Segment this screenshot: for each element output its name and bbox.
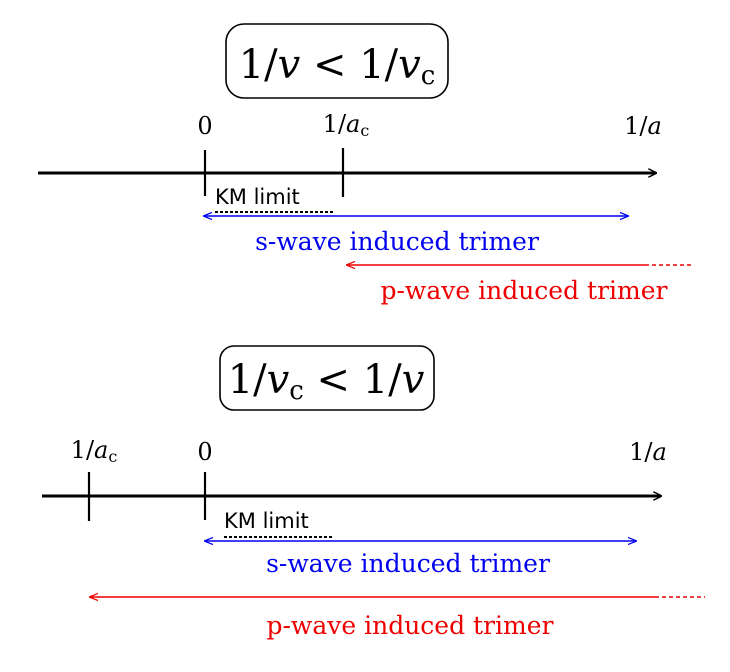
bottom-km-limit-label: KM limit	[224, 509, 309, 533]
top-tick-ac-label: 1/ac	[323, 110, 370, 140]
bottom-s-wave-label: s-wave induced trimer	[266, 549, 550, 578]
top-condition-box	[225, 23, 449, 99]
top-s-wave-label: s-wave induced trimer	[255, 227, 539, 256]
bottom-panel: 1/vc < 1/v 1/ac 0 1/a KM limit s-wave in…	[42, 345, 705, 640]
bottom-condition-text: 1/vc < 1/v	[228, 357, 425, 406]
bottom-axis-label: 1/a	[629, 438, 667, 466]
top-panel: 1/v < 1/vc 0 1/ac 1/a KM limit s-wave in…	[38, 23, 692, 305]
bottom-p-wave-label: p-wave induced trimer	[266, 611, 553, 640]
top-axis-label: 1/a	[624, 112, 662, 140]
top-km-limit-label: KM limit	[215, 185, 300, 209]
top-condition-text: 1/v < 1/vc	[239, 42, 436, 91]
top-tick-zero-label: 0	[197, 112, 212, 140]
bottom-tick-ac-label: 1/ac	[71, 436, 118, 466]
top-p-wave-label: p-wave induced trimer	[380, 276, 667, 305]
bottom-tick-zero-label: 0	[197, 438, 212, 466]
bottom-condition-box	[219, 345, 435, 411]
